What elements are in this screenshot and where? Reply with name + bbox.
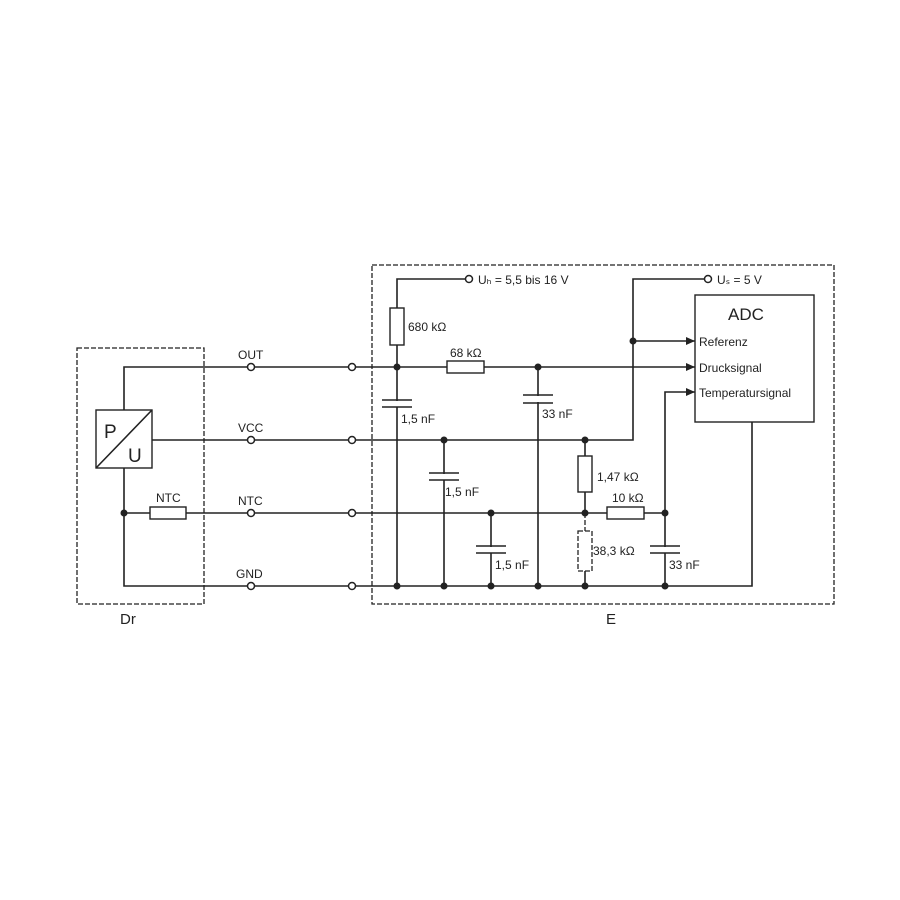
capacitor-ntc-label: 1,5 nF bbox=[495, 558, 529, 572]
ecu-boundary bbox=[371, 264, 835, 605]
resistor-10k-label: 10 kΩ bbox=[612, 491, 644, 505]
uh-supply-label: Uₕ = 5,5 bis 16 V bbox=[478, 273, 569, 287]
connector-terminals bbox=[246, 274, 713, 591]
resistor-38-3k-optional bbox=[577, 530, 593, 572]
ntc-resistor-label: NTC bbox=[156, 491, 181, 505]
resistor-10k bbox=[606, 506, 645, 520]
adc-title: ADC bbox=[728, 305, 764, 324]
capacitor-out-label: 1,5 nF bbox=[401, 412, 435, 426]
resistor-68k-label: 68 kΩ bbox=[450, 346, 482, 360]
capacitor-temp-label: 33 nF bbox=[669, 558, 700, 572]
resistor-680k-label: 680 kΩ bbox=[408, 320, 446, 334]
svg-text:P: P bbox=[104, 422, 117, 443]
resistor-68k bbox=[446, 360, 485, 374]
us-supply-label: Uₛ = 5 V bbox=[717, 273, 762, 287]
ecu-label: E bbox=[606, 611, 616, 628]
adc-input-referenz: Referenz bbox=[699, 335, 748, 349]
resistor-38-3k-label: 38,3 kΩ bbox=[593, 544, 635, 558]
line-label-out: OUT bbox=[238, 348, 264, 362]
adc-block bbox=[694, 294, 815, 423]
line-label-ntc: NTC bbox=[238, 494, 263, 508]
pressure-converter: P U bbox=[95, 409, 153, 469]
adc-input-drucksignal: Drucksignal bbox=[699, 361, 762, 375]
line-label-vcc: VCC bbox=[238, 421, 264, 435]
resistor-680k bbox=[389, 307, 405, 346]
line-label-gnd: GND bbox=[236, 567, 263, 581]
capacitor-filter-label: 33 nF bbox=[542, 407, 573, 421]
ntc-resistor bbox=[149, 506, 187, 520]
resistor-1-47k bbox=[577, 455, 593, 493]
out-wire bbox=[123, 366, 352, 410]
sensor-boundary bbox=[76, 347, 205, 605]
resistor-1-47k-label: 1,47 kΩ bbox=[597, 470, 639, 484]
junction-dots bbox=[393, 337, 669, 590]
adc-input-temperatursignal: Temperatursignal bbox=[699, 386, 791, 400]
sensor-label: Dr bbox=[120, 611, 136, 628]
svg-text:U: U bbox=[128, 446, 142, 467]
capacitor-vcc-label: 1,5 nF bbox=[445, 485, 479, 499]
gnd-wire bbox=[123, 468, 352, 587]
